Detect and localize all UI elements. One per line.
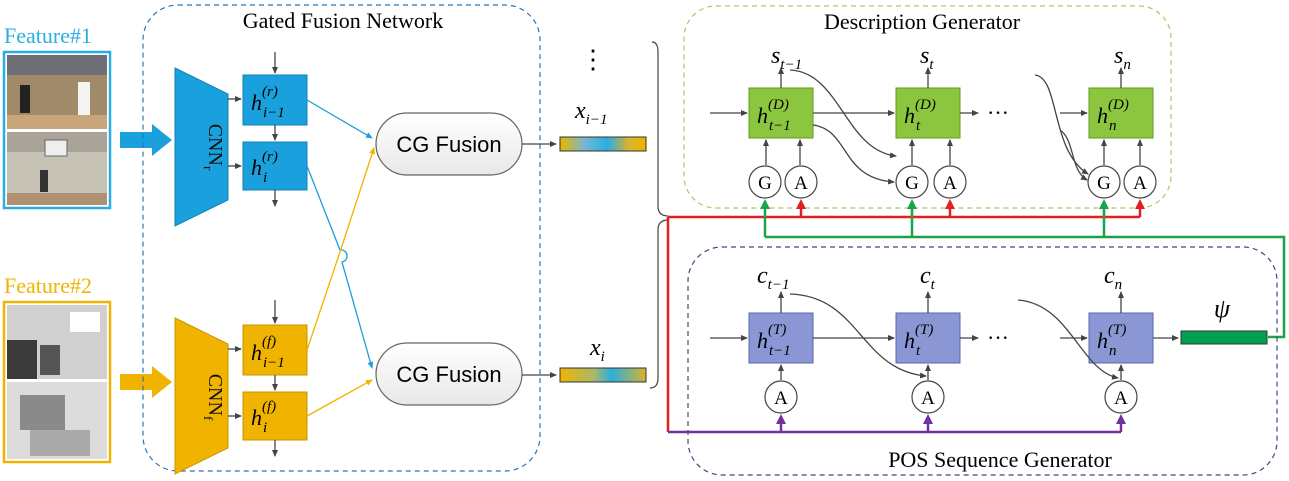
- h-t-prev-label: h(T)t−1: [757, 322, 791, 359]
- gate-a-3-label: A: [1133, 173, 1147, 194]
- gated-fusion-title: Gated Fusion Network: [243, 8, 443, 33]
- gate-g-2-label: G: [905, 173, 919, 194]
- features-dots: ⋮: [580, 45, 606, 74]
- pos-generator-title: POS Sequence Generator: [888, 447, 1112, 472]
- h-f-prev-label: h(f)i−1: [251, 334, 285, 371]
- feature1-label: Feature#1: [4, 23, 92, 48]
- feature2-input-arrow: [120, 366, 172, 398]
- h-r-prev-label: h(r)i−1: [251, 84, 285, 121]
- h-d-cur-label: h(D)t: [904, 97, 936, 134]
- cg-fusion-top-label: CG Fusion: [396, 132, 501, 157]
- pos-attn-2: [911, 380, 945, 414]
- pos-attn-3-label: A: [1114, 388, 1128, 409]
- green-psi-arrows: [760, 199, 1109, 237]
- description-gates: G A G A G A: [748, 165, 1157, 199]
- pos-attn-1-label: A: [774, 388, 788, 409]
- cg-fusion-bottom: [375, 342, 523, 406]
- purple-attention-arrows: [776, 414, 1126, 432]
- c-cur-label: ct: [920, 263, 936, 293]
- description-generator-box: [683, 5, 1172, 209]
- green-psi-line: [765, 235, 1286, 339]
- cnn-f-label: CNNf: [201, 374, 226, 421]
- gate-a-1: [784, 165, 818, 199]
- blue-link-cross: [306, 165, 374, 369]
- c-prev-label: ct−1: [757, 263, 789, 293]
- h-d-prev-box: [748, 87, 814, 139]
- x-cur-bar: [559, 367, 647, 383]
- orange-link-cross: [306, 147, 375, 351]
- feature1-thumbnail: [2, 50, 112, 210]
- h-d-n-label: h(D)n: [1097, 97, 1129, 134]
- psi-bar: [1180, 330, 1268, 345]
- gate-g-2: [895, 165, 929, 199]
- h-d-cur-box: [895, 87, 961, 139]
- h-t-cur-box: [895, 312, 961, 364]
- blue-link-top: [306, 99, 373, 139]
- h-f-cur-box: [242, 391, 308, 441]
- cnn-r-label: CNNr: [201, 124, 226, 171]
- cnn-f-block: [174, 317, 229, 475]
- gate-g-1-label: G: [758, 173, 772, 194]
- psi-label: ψ: [1214, 294, 1231, 323]
- description-generator-title: Description Generator: [824, 9, 1021, 34]
- h-t-n-label: h(T)n: [1097, 322, 1126, 359]
- gate-g-3: [1087, 165, 1121, 199]
- x-prev-label: xi−1: [574, 98, 607, 128]
- cnn-r-block: [174, 67, 229, 227]
- pos-generator-box: [687, 246, 1278, 476]
- feature2-label: Feature#2: [4, 273, 92, 298]
- gate-a-3: [1123, 165, 1157, 199]
- orange-link-bottom: [306, 379, 373, 417]
- s-cur-label: st: [920, 43, 934, 73]
- h-f-cur-label: h(f)i: [251, 399, 276, 436]
- gate-a-2-label: A: [943, 173, 957, 194]
- pos-attn-2-label: A: [921, 388, 935, 409]
- cg-fusion-bottom-label: CG Fusion: [396, 362, 501, 387]
- s-n-label: sn: [1114, 43, 1131, 73]
- pos-flow-arrows: [710, 291, 1179, 380]
- pos-attention-gates: A A A: [764, 380, 1138, 414]
- c-n-label: cn: [1104, 263, 1122, 293]
- pos-ellipsis: ···: [987, 325, 1009, 350]
- s-prev-label: st−1: [771, 43, 802, 73]
- recurrence-arrows-gated: [228, 52, 278, 457]
- pos-attn-1: [764, 380, 798, 414]
- h-r-cur-box: [242, 141, 308, 191]
- feature-bracket-bottom: [649, 219, 669, 389]
- feature-bracket-top: [651, 41, 669, 217]
- feature2-thumbnail: [2, 300, 112, 464]
- h-t-cur-label: h(T)t: [904, 322, 933, 359]
- gate-g-3-label: G: [1097, 173, 1111, 194]
- x-cur-label: xi: [589, 335, 605, 365]
- gated-fusion-box: [142, 4, 541, 472]
- h-d-prev-label: h(D)t−1: [757, 97, 791, 134]
- x-prev-bar: [559, 136, 647, 152]
- pos-attn-3: [1104, 380, 1138, 414]
- description-flow-arrows: [710, 67, 1143, 185]
- h-r-prev-box: [242, 74, 308, 126]
- red-attention-arrows: [796, 199, 1145, 217]
- gate-a-1-label: A: [794, 173, 808, 194]
- feature1-input-arrow: [120, 124, 172, 156]
- gate-a-2: [933, 165, 967, 199]
- h-f-prev-box: [242, 324, 308, 376]
- h-r-cur-label: h(r)i: [251, 149, 278, 186]
- description-ellipsis: ···: [987, 100, 1009, 125]
- gate-g-1: [748, 165, 782, 199]
